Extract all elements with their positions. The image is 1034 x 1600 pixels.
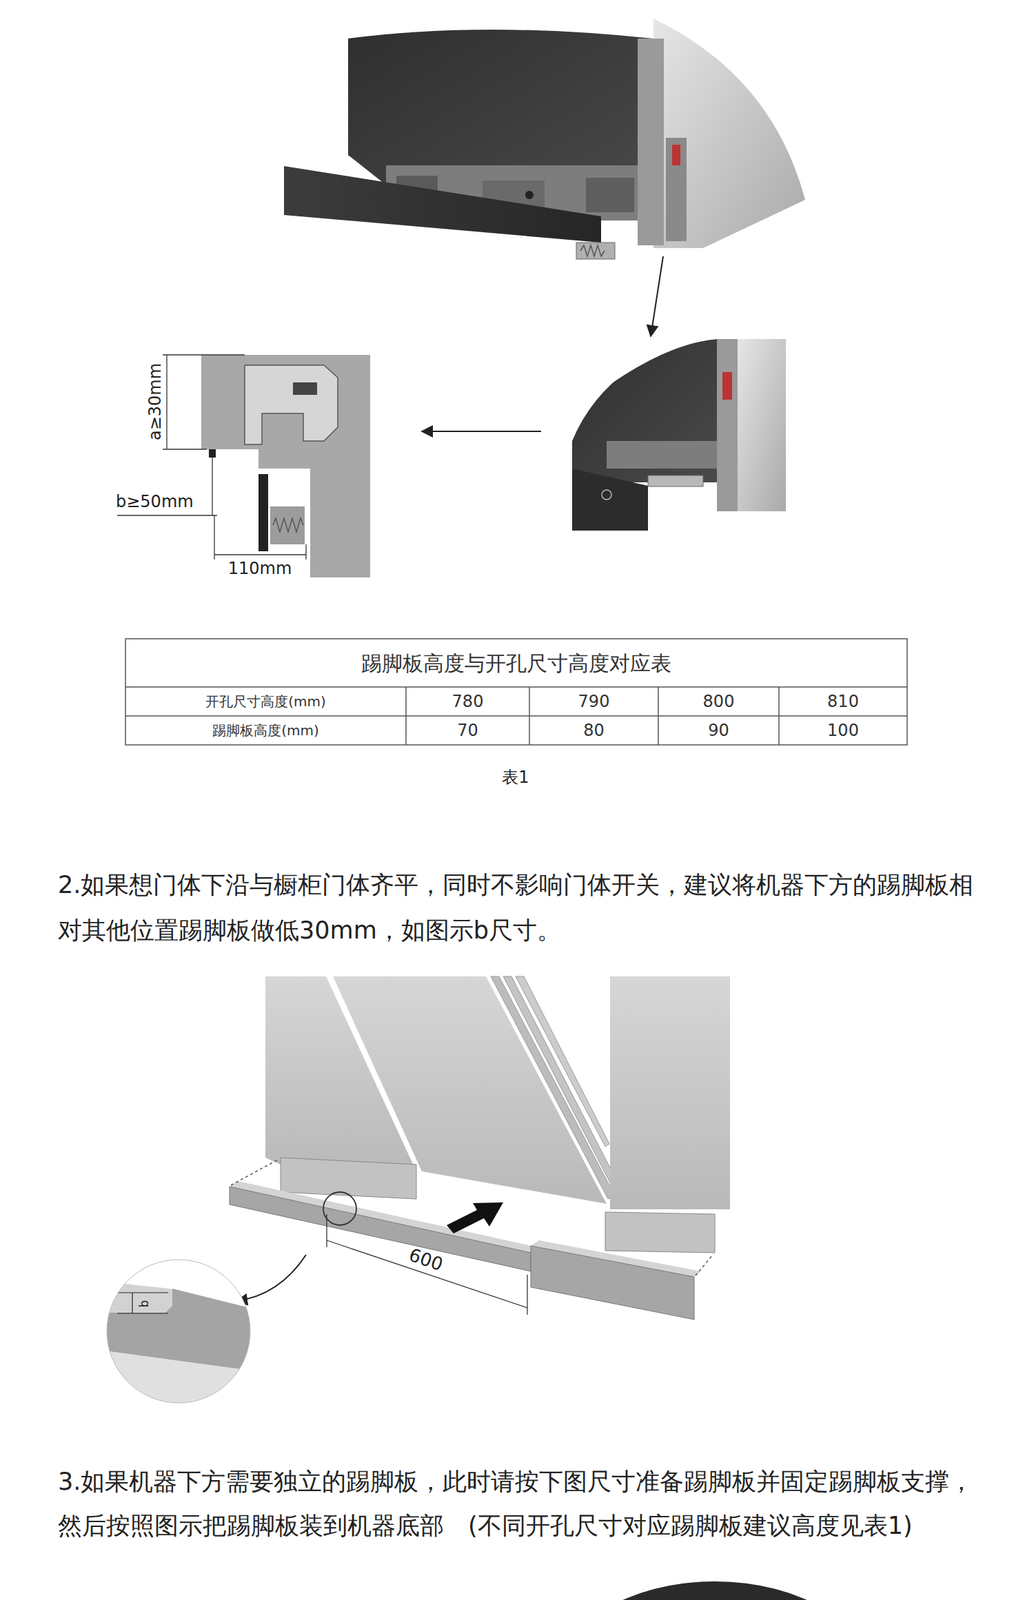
kick-plate xyxy=(284,166,602,243)
kick-plate xyxy=(280,1158,417,1200)
pointer-arrow xyxy=(236,1255,307,1302)
base-screw xyxy=(525,190,534,200)
table-cell: 800 xyxy=(659,688,778,715)
guide-line xyxy=(695,1254,714,1276)
extension-line xyxy=(162,354,245,356)
table-cell: 790 xyxy=(530,688,657,715)
inset-frame xyxy=(716,339,738,512)
hinge-marker xyxy=(672,144,681,166)
table-cell: 80 xyxy=(530,717,657,744)
section-view xyxy=(201,355,371,578)
kick-plate xyxy=(605,1212,715,1254)
inset-bracket xyxy=(647,475,704,487)
table-rule xyxy=(778,687,780,746)
extension-line xyxy=(162,448,207,450)
inset-ground xyxy=(103,1258,256,1407)
extension-line xyxy=(213,515,215,560)
extension-line xyxy=(117,1292,169,1294)
detail-circle xyxy=(323,1192,357,1226)
inset-hinge xyxy=(722,372,733,400)
table-header-cell: 踢脚板高度(mm) xyxy=(126,717,405,744)
door-knob xyxy=(208,449,216,458)
cabinet-panel xyxy=(610,976,731,1210)
next-figure xyxy=(556,1582,874,1600)
inset-door xyxy=(572,339,717,483)
extension-line xyxy=(117,1313,169,1314)
extension-line xyxy=(305,544,307,560)
table-cell: 70 xyxy=(407,717,529,744)
section-ground xyxy=(201,355,371,578)
dimension-line xyxy=(166,355,167,450)
panel-edge xyxy=(515,976,610,1148)
section-plate xyxy=(258,474,269,552)
inset-ground xyxy=(572,339,786,533)
table-rule xyxy=(528,687,531,746)
spring xyxy=(272,518,304,533)
spring xyxy=(580,245,605,257)
base-part xyxy=(585,177,635,213)
dimension-line xyxy=(214,554,307,555)
table-caption: 表1 xyxy=(488,765,544,790)
cabinet-view xyxy=(229,976,731,1321)
machine-view xyxy=(284,18,806,337)
dimension-lines xyxy=(326,1214,528,1316)
table-cell: 100 xyxy=(780,717,906,744)
table-border xyxy=(125,639,908,746)
detail-inset xyxy=(572,339,786,533)
table-rule xyxy=(125,686,908,688)
instruction-text: 3.如果机器下方需要独立的踢脚板，此时请按下图尺寸准备踢脚板并固定踢脚板支撑，然… xyxy=(57,1460,986,1596)
plate-bracket xyxy=(576,242,615,260)
machine-foot xyxy=(244,365,338,445)
pointer-arrow xyxy=(421,430,542,433)
extension-line xyxy=(117,514,218,516)
table-rule xyxy=(125,715,908,717)
dimension-label: b≥50mm xyxy=(115,490,209,513)
inset-base xyxy=(606,441,717,469)
inset-dimension xyxy=(117,1293,169,1314)
push-arrow xyxy=(446,1202,504,1234)
detail-inset xyxy=(103,1258,256,1407)
table-header-cell: 开孔尺寸高度(mm) xyxy=(126,688,405,715)
table-title: 踢脚板高度与开孔尺寸高度对应表 xyxy=(126,640,906,686)
plate-top xyxy=(229,1181,538,1254)
section-void xyxy=(201,449,311,578)
dimension-label: a≥30mm xyxy=(144,357,166,447)
side-frame xyxy=(637,38,664,246)
table-cell: 90 xyxy=(659,717,778,744)
table-rule xyxy=(405,687,407,746)
kick-plate xyxy=(530,1246,695,1321)
dimension-label: b xyxy=(135,1296,153,1312)
plate-icon xyxy=(601,490,612,500)
dimension-lines xyxy=(117,355,307,560)
table-cell: 780 xyxy=(407,688,529,715)
cabinet-sector xyxy=(653,18,806,249)
table-cell: 810 xyxy=(780,688,906,715)
dimension-line xyxy=(211,457,213,516)
dimension-line xyxy=(131,1293,133,1314)
instruction-text: 2.如果想门体下沿与橱柜门体齐平，同时不影响门体开关，建议将机器下方的踢脚板相对… xyxy=(57,862,986,959)
table-grid xyxy=(125,639,908,746)
dimension-label: 600 xyxy=(399,1242,453,1279)
guide-line xyxy=(230,1159,280,1186)
panel-edge xyxy=(490,976,615,1200)
inset-cabinet xyxy=(737,339,786,512)
inset-plate xyxy=(572,468,648,531)
table-rule xyxy=(657,687,660,746)
pointer-arrow xyxy=(650,256,664,337)
extension-line xyxy=(526,1275,528,1316)
dimension-line xyxy=(326,1240,528,1309)
section-bracket xyxy=(270,506,305,545)
inset-floor xyxy=(103,1351,256,1407)
dimension-label: 110mm xyxy=(221,558,298,580)
hinge-frame xyxy=(665,137,687,242)
foot-part xyxy=(292,382,318,395)
panel-edge xyxy=(503,976,620,1190)
inset-rim xyxy=(106,1260,251,1404)
extension-line xyxy=(326,1214,327,1248)
